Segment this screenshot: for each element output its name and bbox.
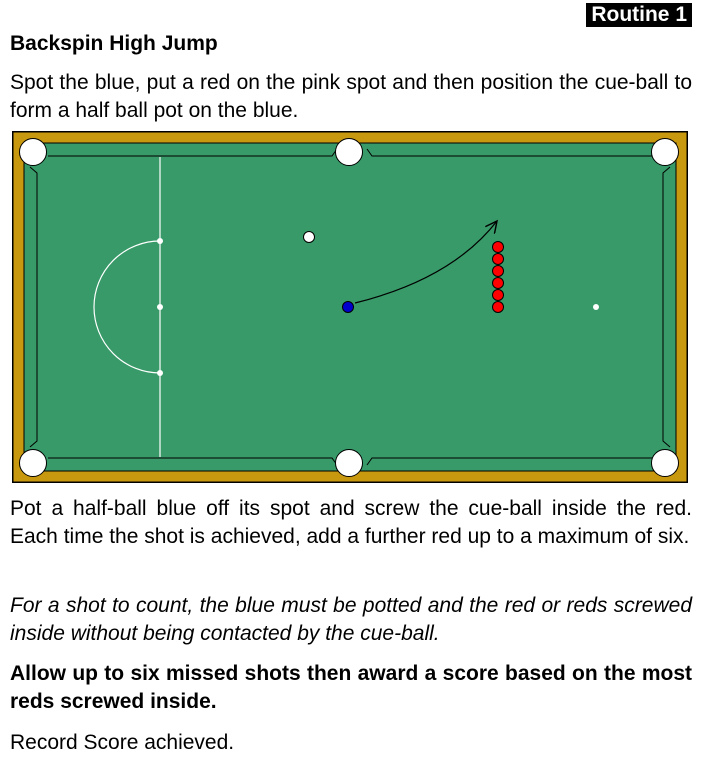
green-spot — [157, 370, 163, 376]
pocket-bottom-middle — [335, 449, 363, 477]
red-ball — [492, 277, 504, 289]
red-ball — [492, 265, 504, 277]
intro-paragraph: Spot the blue, put a red on the pink spo… — [10, 71, 692, 122]
red-ball — [492, 253, 504, 265]
table-svg — [12, 131, 688, 483]
description-paragraph: Pot a half-ball blue off its spot and sc… — [10, 497, 692, 548]
snooker-table-diagram — [12, 131, 688, 483]
red-balls — [492, 241, 504, 313]
pocket-top-right — [651, 138, 679, 166]
page-title: Backspin High Jump — [10, 32, 218, 55]
record-paragraph: Record Score achieved. — [10, 731, 235, 754]
routine-badge: Routine 1 — [586, 3, 692, 27]
cue-ball — [303, 231, 315, 243]
the-d — [93, 240, 161, 374]
pocket-bottom-right — [651, 449, 679, 477]
brown-spot — [157, 304, 163, 310]
red-ball — [492, 289, 504, 301]
allowance-paragraph: Allow up to six missed shots then award … — [10, 662, 692, 713]
blue-ball — [342, 301, 354, 313]
pocket-top-middle — [335, 138, 363, 166]
red-ball — [492, 241, 504, 253]
pocket-top-left — [19, 138, 47, 166]
cushion-lines — [29, 148, 671, 466]
black-spot — [593, 304, 599, 310]
pocket-bottom-left — [19, 449, 47, 477]
yellow-spot — [157, 238, 163, 244]
red-ball — [492, 301, 504, 313]
note-paragraph: For a shot to count, the blue must be po… — [10, 594, 692, 645]
cue-ball-path-arrow — [354, 221, 497, 304]
